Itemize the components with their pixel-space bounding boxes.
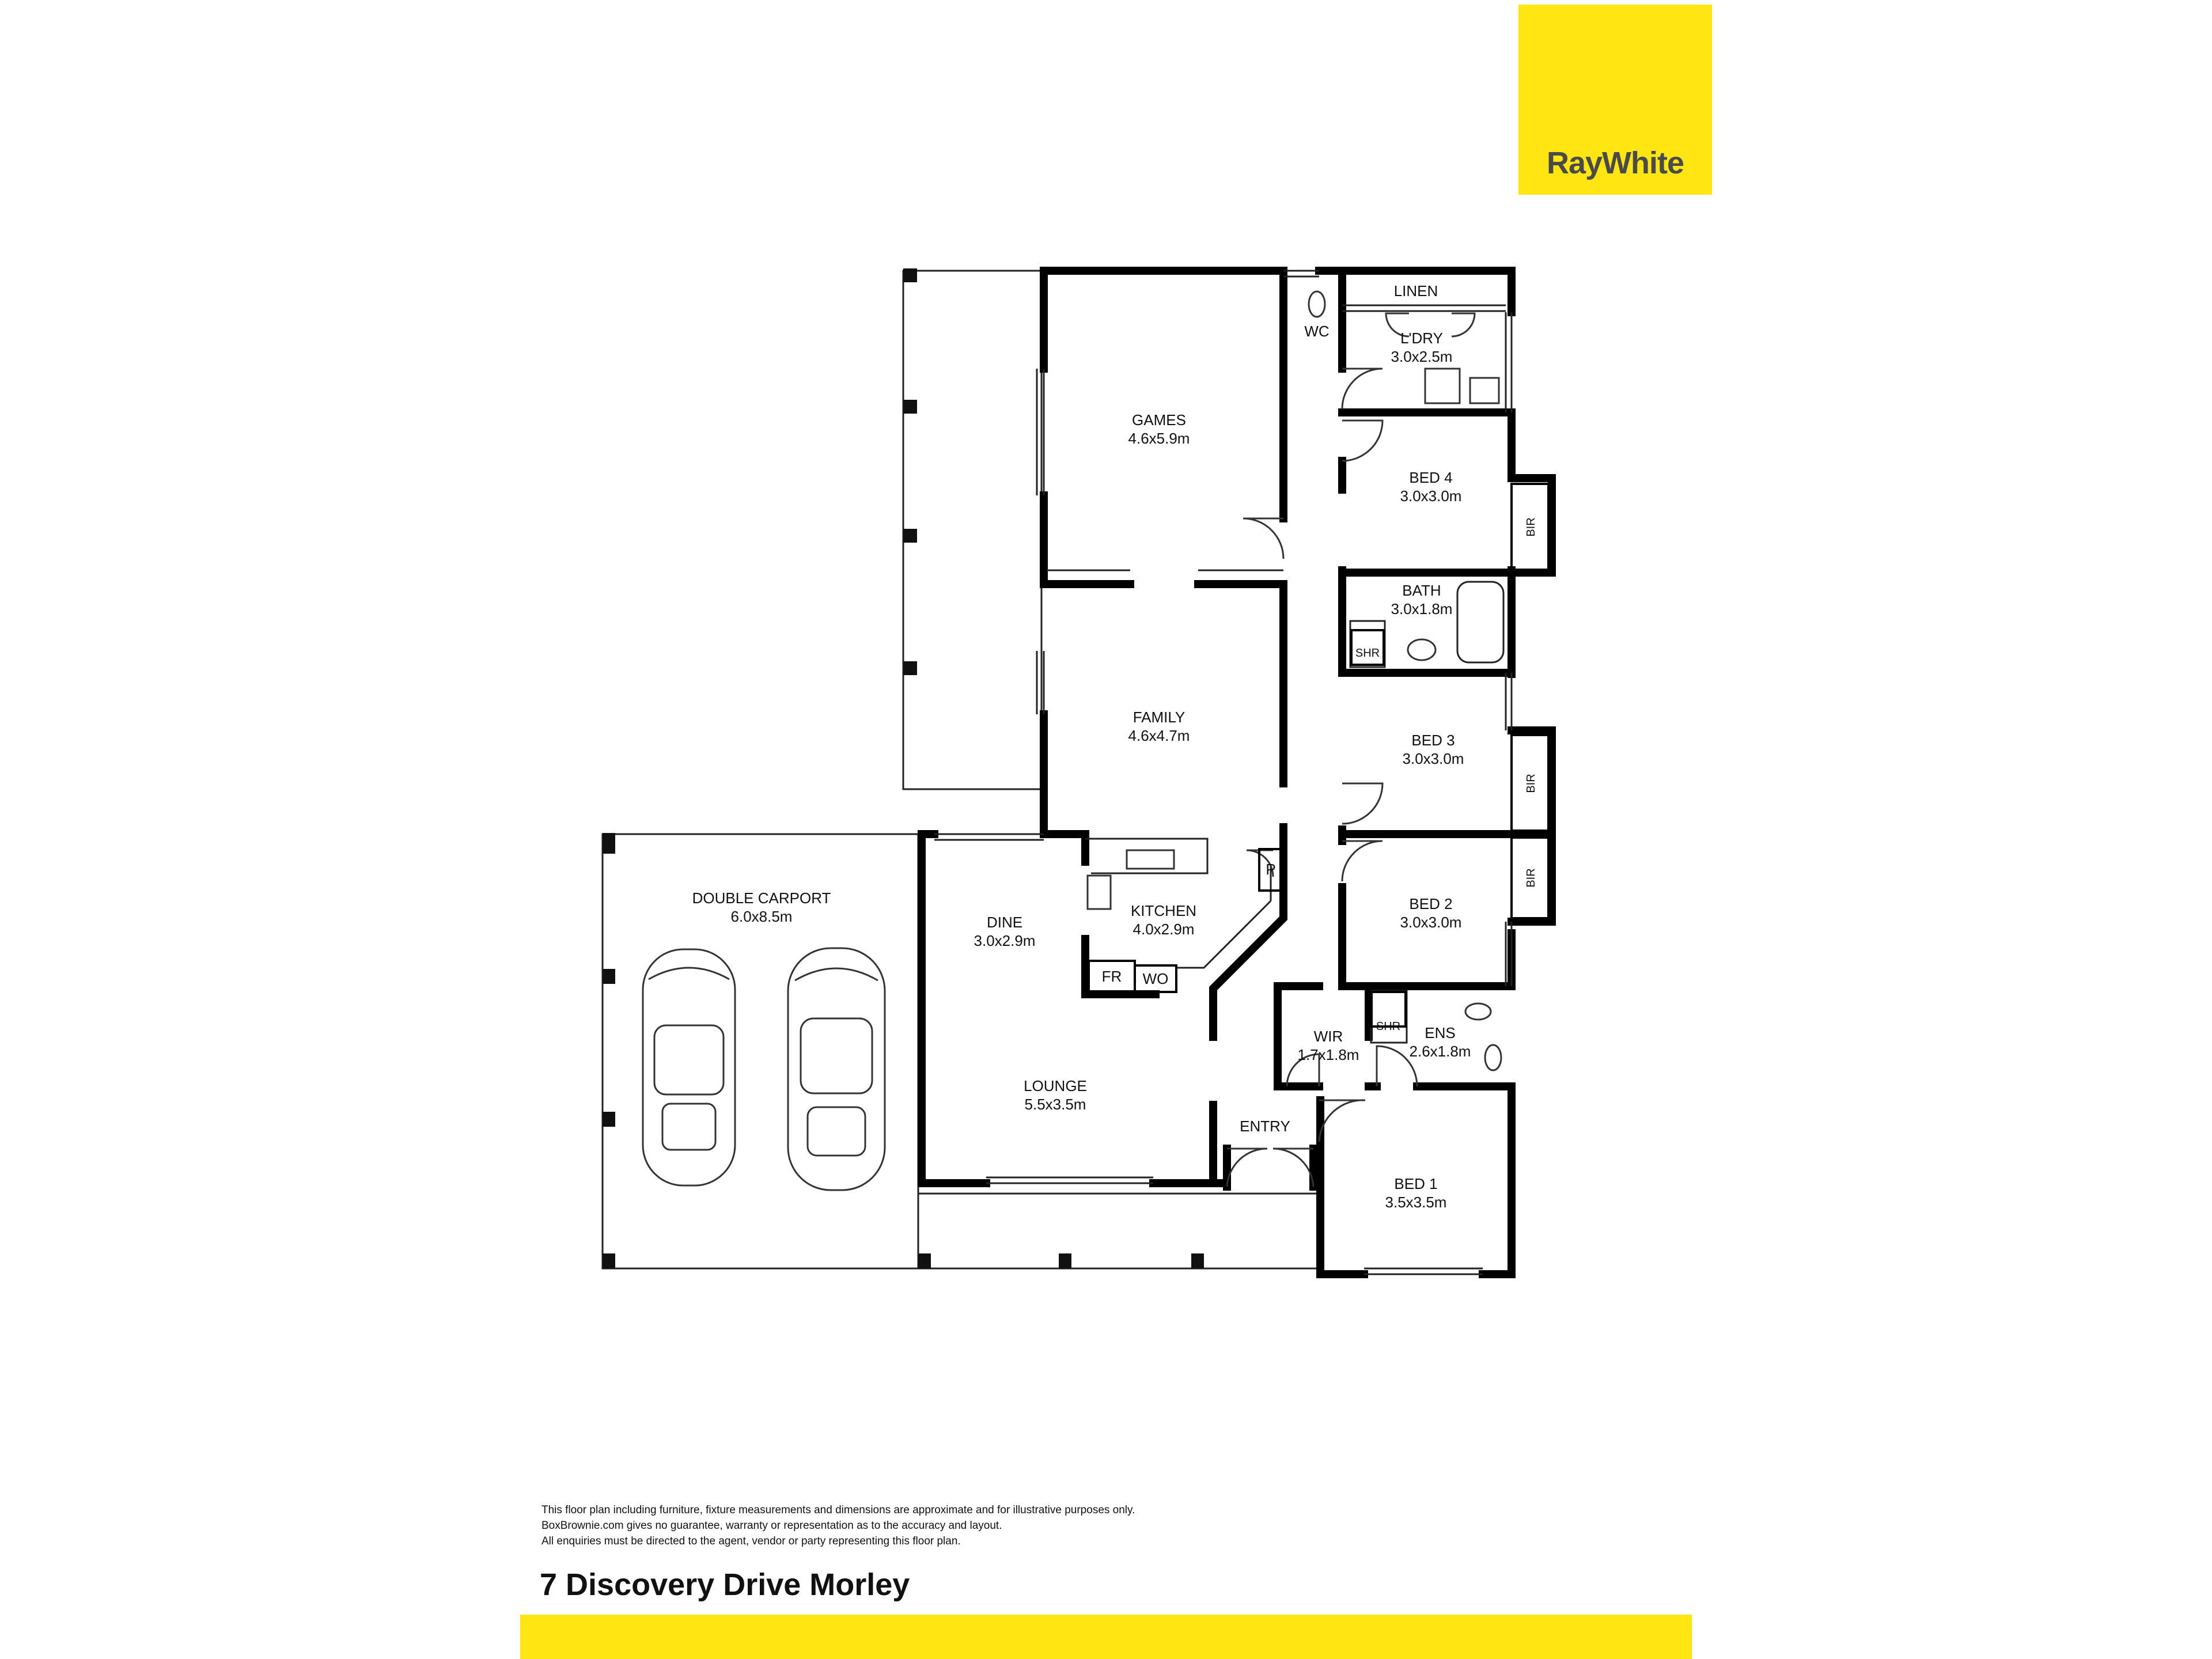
wc-toilet-icon bbox=[1308, 290, 1326, 318]
bed4-label: BED 4 bbox=[1409, 469, 1452, 486]
wir-size: 1.7x1.8m bbox=[1298, 1046, 1359, 1063]
door-entry-right bbox=[1272, 1147, 1315, 1187]
bed1-label: BED 1 bbox=[1394, 1175, 1437, 1192]
disclaimer: This floor plan including furniture, fix… bbox=[541, 1502, 1135, 1549]
bir-bed4-box bbox=[1510, 483, 1550, 571]
linen-label: LINEN bbox=[1394, 282, 1438, 300]
bath-shr-label: SHR bbox=[1355, 647, 1380, 660]
lounge-size: 5.5x3.5m bbox=[1025, 1096, 1086, 1113]
door-ens bbox=[1376, 1045, 1418, 1087]
bath-label: BATH bbox=[1402, 582, 1441, 599]
games-size: 4.6x5.9m bbox=[1128, 430, 1190, 447]
family-size: 4.6x4.7m bbox=[1128, 727, 1190, 744]
wc-label: WC bbox=[1304, 323, 1329, 340]
laundry-size: 3.0x2.5m bbox=[1391, 348, 1453, 365]
bir-bed2-label: BIR bbox=[1525, 868, 1537, 887]
disclaimer-line: This floor plan including furniture, fix… bbox=[541, 1504, 1135, 1516]
sink-icon bbox=[1126, 849, 1175, 870]
walls bbox=[918, 267, 1556, 1278]
door-games bbox=[1243, 517, 1285, 559]
door-bed1 bbox=[1318, 1099, 1366, 1142]
doors bbox=[1226, 312, 1476, 1187]
alfresco-outline bbox=[902, 270, 1043, 790]
lounge-label: LOUNGE bbox=[1024, 1077, 1087, 1094]
door-bed2 bbox=[1341, 840, 1383, 882]
disclaimer-line: BoxBrownie.com gives no guarantee, warra… bbox=[541, 1520, 1002, 1532]
fridge-label: FR bbox=[1102, 968, 1122, 985]
door-pantry bbox=[1246, 849, 1274, 877]
ray-white-logo: RayWhite bbox=[1518, 5, 1712, 195]
entry-label: ENTRY bbox=[1240, 1118, 1290, 1135]
room-labels: GAMES 4.6x5.9m FAMILY 4.6x4.7m WC LINEN … bbox=[692, 282, 1537, 1211]
posts bbox=[603, 268, 1204, 1268]
laundry-label: L'DRY bbox=[1400, 329, 1443, 347]
carport-label: DOUBLE CARPORT bbox=[692, 889, 831, 907]
property-address: 7 Discovery Drive Morley bbox=[540, 1567, 910, 1602]
car-icon bbox=[642, 948, 736, 1187]
bath-basin-icon bbox=[1407, 638, 1437, 661]
ens-basin-icon bbox=[1484, 1044, 1502, 1071]
bed3-label: BED 3 bbox=[1411, 732, 1455, 749]
ens-label: ENS bbox=[1425, 1024, 1455, 1041]
bed2-size: 3.0x3.0m bbox=[1400, 914, 1462, 931]
games-label: GAMES bbox=[1132, 411, 1186, 429]
door-bed4 bbox=[1342, 419, 1384, 462]
pantry-label: P bbox=[1266, 861, 1275, 878]
washer-icon bbox=[1424, 368, 1461, 404]
trough-icon bbox=[1469, 377, 1500, 404]
disclaimer-line: All enquiries must be directed to the ag… bbox=[541, 1535, 961, 1547]
footer-bar bbox=[520, 1615, 1692, 1659]
wall-oven-label: WO bbox=[1143, 970, 1169, 987]
door-entry-left bbox=[1226, 1147, 1268, 1187]
bir-bed2-box bbox=[1510, 836, 1550, 919]
porch-outline bbox=[917, 1192, 1319, 1270]
kitchen-size: 4.0x2.9m bbox=[1133, 921, 1195, 938]
door-bed3 bbox=[1342, 782, 1384, 825]
thin-lines bbox=[934, 270, 1513, 1275]
pantry-box bbox=[1258, 848, 1285, 892]
wir-label: WIR bbox=[1314, 1028, 1343, 1045]
bed2-label: BED 2 bbox=[1409, 895, 1452, 912]
fixture-boxes bbox=[1088, 483, 1550, 1028]
bir-bed4-label: BIR bbox=[1525, 517, 1537, 536]
bath-size: 3.0x1.8m bbox=[1391, 600, 1453, 618]
ens-shr-box bbox=[1370, 991, 1407, 1028]
bath-shr-box bbox=[1350, 629, 1385, 666]
ens-shr-label: SHR bbox=[1376, 1020, 1400, 1033]
kitchen-label: KITCHEN bbox=[1131, 902, 1196, 919]
door-linen-right bbox=[1451, 312, 1476, 338]
dine-label: DINE bbox=[987, 914, 1022, 931]
fixtures bbox=[1086, 290, 1502, 1071]
cooktop-icon bbox=[1086, 874, 1112, 910]
logo-wordmark: RayWhite bbox=[1546, 146, 1684, 180]
family-label: FAMILY bbox=[1133, 709, 1185, 726]
ens-toilet-icon bbox=[1464, 1002, 1492, 1021]
bed3-size: 3.0x3.0m bbox=[1403, 750, 1464, 767]
ens-size: 2.6x1.8m bbox=[1410, 1043, 1471, 1060]
bir-bed3-box bbox=[1510, 734, 1550, 832]
bir-bed3-label: BIR bbox=[1525, 774, 1537, 793]
door-wir bbox=[1286, 1053, 1320, 1087]
door-laundry bbox=[1341, 368, 1383, 410]
bed1-size: 3.5x3.5m bbox=[1385, 1194, 1447, 1211]
carport-size: 6.0x8.5m bbox=[731, 908, 793, 925]
bed4-size: 3.0x3.0m bbox=[1400, 487, 1462, 505]
door-linen-left bbox=[1385, 312, 1410, 338]
dine-size: 3.0x2.9m bbox=[974, 932, 1036, 949]
wall-oven-box bbox=[1134, 964, 1177, 993]
car-icon bbox=[787, 947, 886, 1191]
